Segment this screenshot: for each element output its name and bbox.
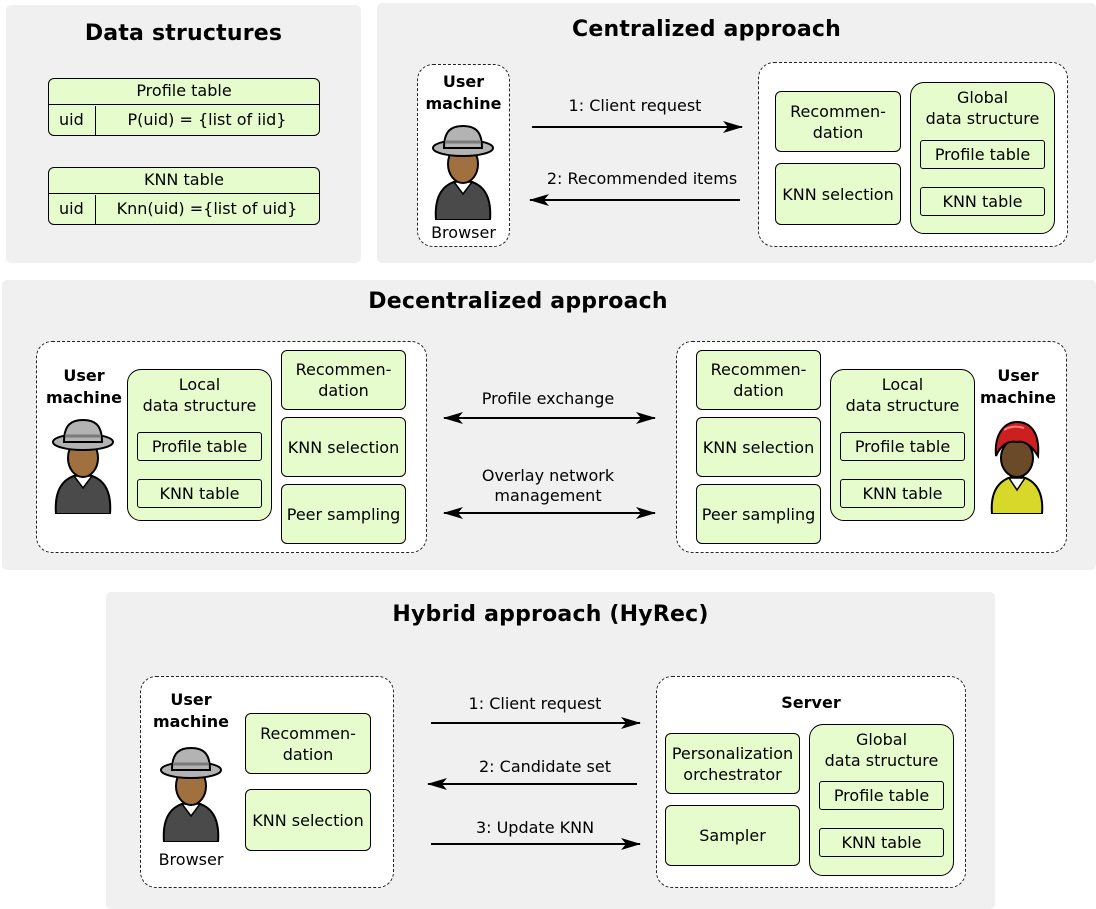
profile-table-schema: Profile table uid P(uid) = {list of iid} [48,78,320,136]
client-request-label: 1: Client request [468,694,602,713]
data-structures-panel: Data structures Profile table uid P(uid)… [6,5,361,263]
knn-selection-module: KNN selection [281,417,406,477]
profile-table: Profile table [920,140,1045,169]
recommendation-module: Recommen-dation [775,91,901,152]
header-divider [49,193,319,194]
knn-selection-module: KNN selection [696,417,821,477]
sampler-module: Sampler [665,805,800,866]
profile-table: Profile table [137,432,262,461]
knn-table: KNN table [920,187,1045,216]
panel-title: Centralized approach [571,17,841,42]
client-request-label: 1: Client request [568,96,702,115]
user-machine-box [140,676,394,888]
candidate-set-label: 2: Candidate set [479,757,611,776]
knn-table-schema: KNN table uid Knn(uid) ={list of uid} [48,167,320,225]
panel-title: Hybrid approach (HyRec) [392,602,709,627]
peer-sampling-module: Peer sampling [696,484,821,544]
recommendation-module: Recommen-dation [281,350,406,410]
knn-table: KNN table [819,828,944,857]
peer-sampling-module: Peer sampling [281,484,406,544]
knn-selection-module: KNN selection [775,163,901,225]
server-label: Server [781,693,841,712]
knn-selection-module: KNN selection [245,789,371,851]
column-divider [95,106,96,135]
recommendation-module: Recommen-dation [696,350,821,410]
knn-table: KNN table [840,479,965,508]
table-key: uid [59,199,84,218]
profile-table: Profile table [840,432,965,461]
knn-table: KNN table [137,479,262,508]
profile-table: Profile table [819,781,944,810]
panel-title: Decentralized approach [368,289,668,314]
column-divider [95,195,96,224]
table-header: KNN table [143,170,225,189]
profile-exchange-label: Profile exchange [481,389,615,408]
table-header: Profile table [136,81,232,100]
update-knn-label: 3: Update KNN [475,818,595,837]
header-divider [49,104,319,105]
table-key: uid [59,110,84,129]
recommended-items-label: 2: Recommended items [546,169,738,188]
table-value: P(uid) = {list of iid} [127,110,287,129]
browser-label: Browser [158,850,224,869]
recommendation-module: Recommen-dation [245,713,371,774]
table-value: Knn(uid) ={list of uid} [116,199,298,218]
browser-label: Browser [431,223,496,242]
panel-title: Data structures [84,21,283,46]
